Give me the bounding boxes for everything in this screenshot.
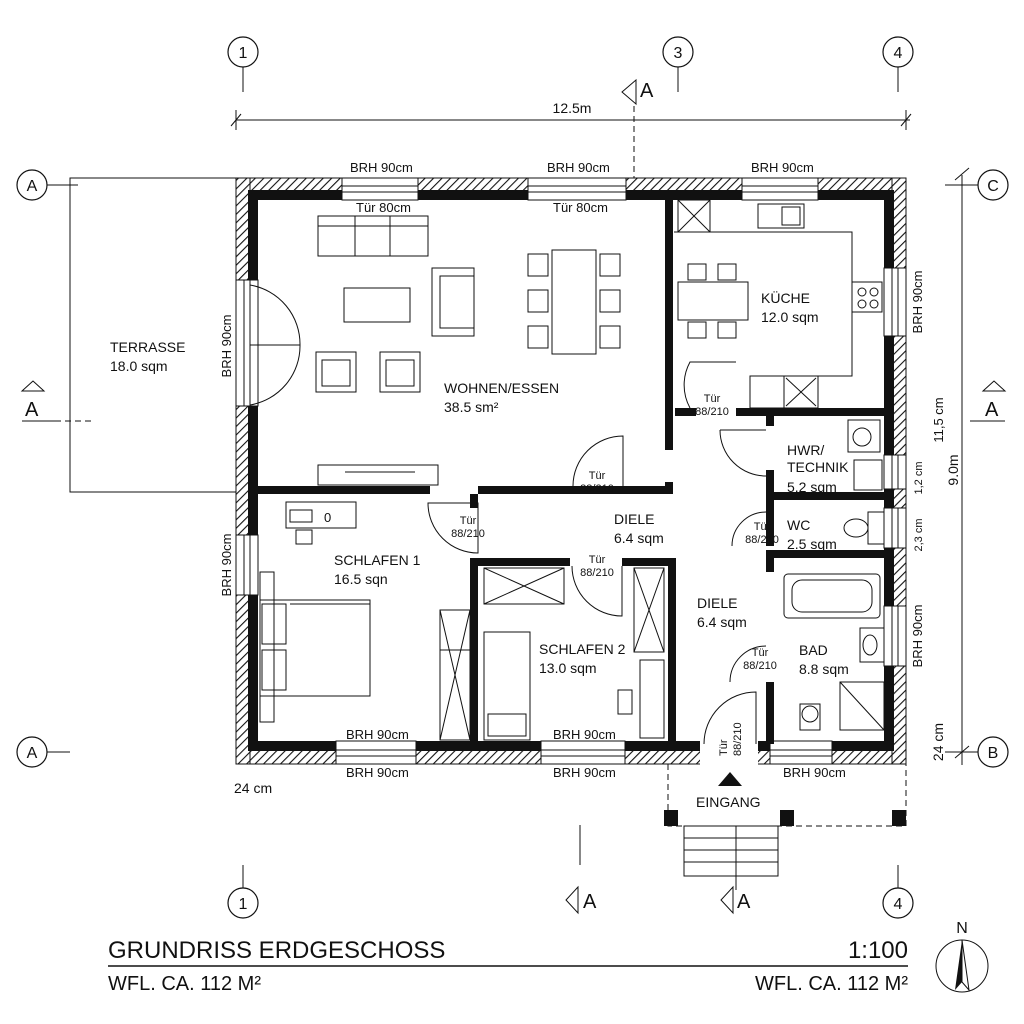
section-label-bottom-left: A xyxy=(583,891,597,913)
room-area-bad: 8.8 sqm xyxy=(799,661,849,677)
drawing-scale: 1:100 xyxy=(848,937,908,964)
axis-label-bottom-4: 4 xyxy=(894,896,903,913)
dimension-11-5: 11,5 cm xyxy=(931,397,946,442)
dimension-total-width: 12.5m xyxy=(553,100,592,116)
window-label-top-1: BRH 90cm xyxy=(350,160,413,175)
window-label-top-3: BRH 90cm xyxy=(751,160,814,175)
room-area-diele-1: 6.4 sqm xyxy=(614,530,664,546)
door-label-bad-tuer: Tür xyxy=(752,647,769,659)
door-label-top-1: Tür 80cm xyxy=(356,200,411,215)
section-label-top: A xyxy=(640,80,654,102)
door-label-top-2: Tür 80cm xyxy=(553,200,608,215)
section-arrow-bottom-right xyxy=(720,885,734,915)
window-label-bottom-inner-2: BRH 90cm xyxy=(553,727,616,742)
room-name-diele-1: DIELE xyxy=(614,511,654,527)
entrance-arrow-icon xyxy=(718,772,742,786)
door-label-kueche-size: 88/210 xyxy=(695,406,729,418)
axis-label-right-b: B xyxy=(988,745,999,762)
door-label-bad-size: 88/210 xyxy=(743,660,777,672)
dimension-1-2: 1,2 cm xyxy=(913,461,925,494)
section-label-right: A xyxy=(985,399,999,421)
dimension-total-height: 9.0m xyxy=(945,454,961,485)
room-area-wc: 2.5 sqm xyxy=(787,536,837,552)
window-label-bottom-3: BRH 90cm xyxy=(783,765,846,780)
dimension-wall-right: 24 cm xyxy=(930,723,946,761)
room-area-diele-2: 6.4 sqm xyxy=(697,614,747,630)
area-label-left: WFL. CA. 112 M² xyxy=(108,973,261,995)
window-label-right-1: BRH 90cm xyxy=(910,271,925,334)
axis-markers: 1 3 4 1 4 A A C B xyxy=(16,36,1009,919)
room-name-hwr-2: TECHNIK xyxy=(787,459,849,475)
furniture: 0 xyxy=(259,199,885,741)
doors xyxy=(249,284,767,745)
desk-label: 0 xyxy=(324,510,331,525)
section-label-bottom-right: A xyxy=(737,891,751,913)
room-area-wohnen: 38.5 sm² xyxy=(444,399,499,415)
room-name-eingang: EINGANG xyxy=(696,794,761,810)
axis-label-left-a-top: A xyxy=(27,178,38,195)
axis-label-top-4: 4 xyxy=(894,45,903,62)
window-label-bottom-2: BRH 90cm xyxy=(553,765,616,780)
window-labels: BRH 90cm BRH 90cm BRH 90cm BRH 90cm BRH … xyxy=(219,160,925,780)
title-block: GRUNDRISS ERDGESCHOSS 1:100 WFL. CA. 112… xyxy=(108,920,989,995)
terrasse: TERRASSE 18.0 sqm xyxy=(69,177,236,493)
window-label-bottom-1: BRH 90cm xyxy=(346,765,409,780)
section-label-left: A xyxy=(25,399,39,421)
room-name-wohnen: WOHNEN/ESSEN xyxy=(444,380,559,396)
section-arrow-bottom-left xyxy=(565,885,579,915)
room-area-hwr: 5.2 sqm xyxy=(787,479,837,495)
door-label-schlafen2-tuer: Tür xyxy=(589,554,606,566)
section-marks: A A A A A xyxy=(20,78,1007,915)
section-arrow-left xyxy=(20,380,46,392)
room-area-terrasse: 18.0 sqm xyxy=(110,358,168,374)
axis-label-left-a-bottom: A xyxy=(27,745,38,762)
interior-walls xyxy=(250,192,892,748)
room-area-schlafen-1: 16.5 sqn xyxy=(334,571,388,587)
door-label-eingang-size: 88/210 xyxy=(732,722,744,756)
door-labels: Tür 80cm Tür 80cm Tür 88/210 Tür 88/210 … xyxy=(356,200,779,756)
area-label-right: WFL. CA. 112 M² xyxy=(755,973,908,995)
door-label-wc-size: 88/210 xyxy=(745,534,779,546)
room-name-schlafen-2: SCHLAFEN 2 xyxy=(539,641,626,657)
dimension-lines: 12.5m 9.0m 11,5 cm 1,2 cm 2,3 cm 24 cm 2… xyxy=(230,100,970,796)
room-labels: WOHNEN/ESSEN 38.5 sm² KÜCHE 12.0 sqm HWR… xyxy=(334,289,849,677)
door-label-wc-tuer: Tür xyxy=(754,521,771,533)
north-label: N xyxy=(956,920,968,937)
door-label-schlafen2-size: 88/210 xyxy=(580,567,614,579)
room-name-wc: WC xyxy=(787,517,810,533)
window-label-left-1: BRH 90cm xyxy=(219,315,234,378)
door-label-schlafen1-size: 88/210 xyxy=(451,528,485,540)
axis-label-right-c: C xyxy=(987,178,999,195)
section-arrow-top xyxy=(621,78,637,106)
room-name-kueche: KÜCHE xyxy=(761,289,810,306)
axis-label-top-1: 1 xyxy=(239,45,248,62)
room-area-kueche: 12.0 sqm xyxy=(761,309,819,325)
door-label-wohnen-size: 88/210 xyxy=(580,483,614,495)
room-name-hwr-1: HWR/ xyxy=(787,442,824,458)
door-label-kueche-tuer: Tür xyxy=(704,393,721,405)
door-label-eingang-tuer: Tür xyxy=(718,739,730,756)
room-area-schlafen-2: 13.0 sqm xyxy=(539,660,597,676)
room-name-bad: BAD xyxy=(799,642,828,658)
outer-walls xyxy=(235,177,907,766)
dimension-2-3: 2,3 cm xyxy=(913,518,925,551)
dimension-wall-bottom: 24 cm xyxy=(234,780,272,796)
window-label-bottom-inner-1: BRH 90cm xyxy=(346,727,409,742)
window-label-left-2: BRH 90cm xyxy=(219,534,234,597)
window-label-top-2: BRH 90cm xyxy=(547,160,610,175)
axis-label-top-3: 3 xyxy=(674,45,683,62)
window-label-right-2: BRH 90cm xyxy=(910,605,925,668)
drawing-title: GRUNDRISS ERDGESCHOSS xyxy=(108,937,445,964)
room-name-schlafen-1: SCHLAFEN 1 xyxy=(334,552,421,568)
door-label-wohnen-tuer: Tür xyxy=(589,470,606,482)
entrance: EINGANG xyxy=(664,764,907,890)
section-arrow-right xyxy=(981,380,1007,392)
room-name-terrasse: TERRASSE xyxy=(110,339,185,355)
axis-label-bottom-1: 1 xyxy=(239,896,248,913)
door-label-schlafen1-tuer: Tür xyxy=(460,515,477,527)
room-name-diele-2: DIELE xyxy=(697,595,737,611)
